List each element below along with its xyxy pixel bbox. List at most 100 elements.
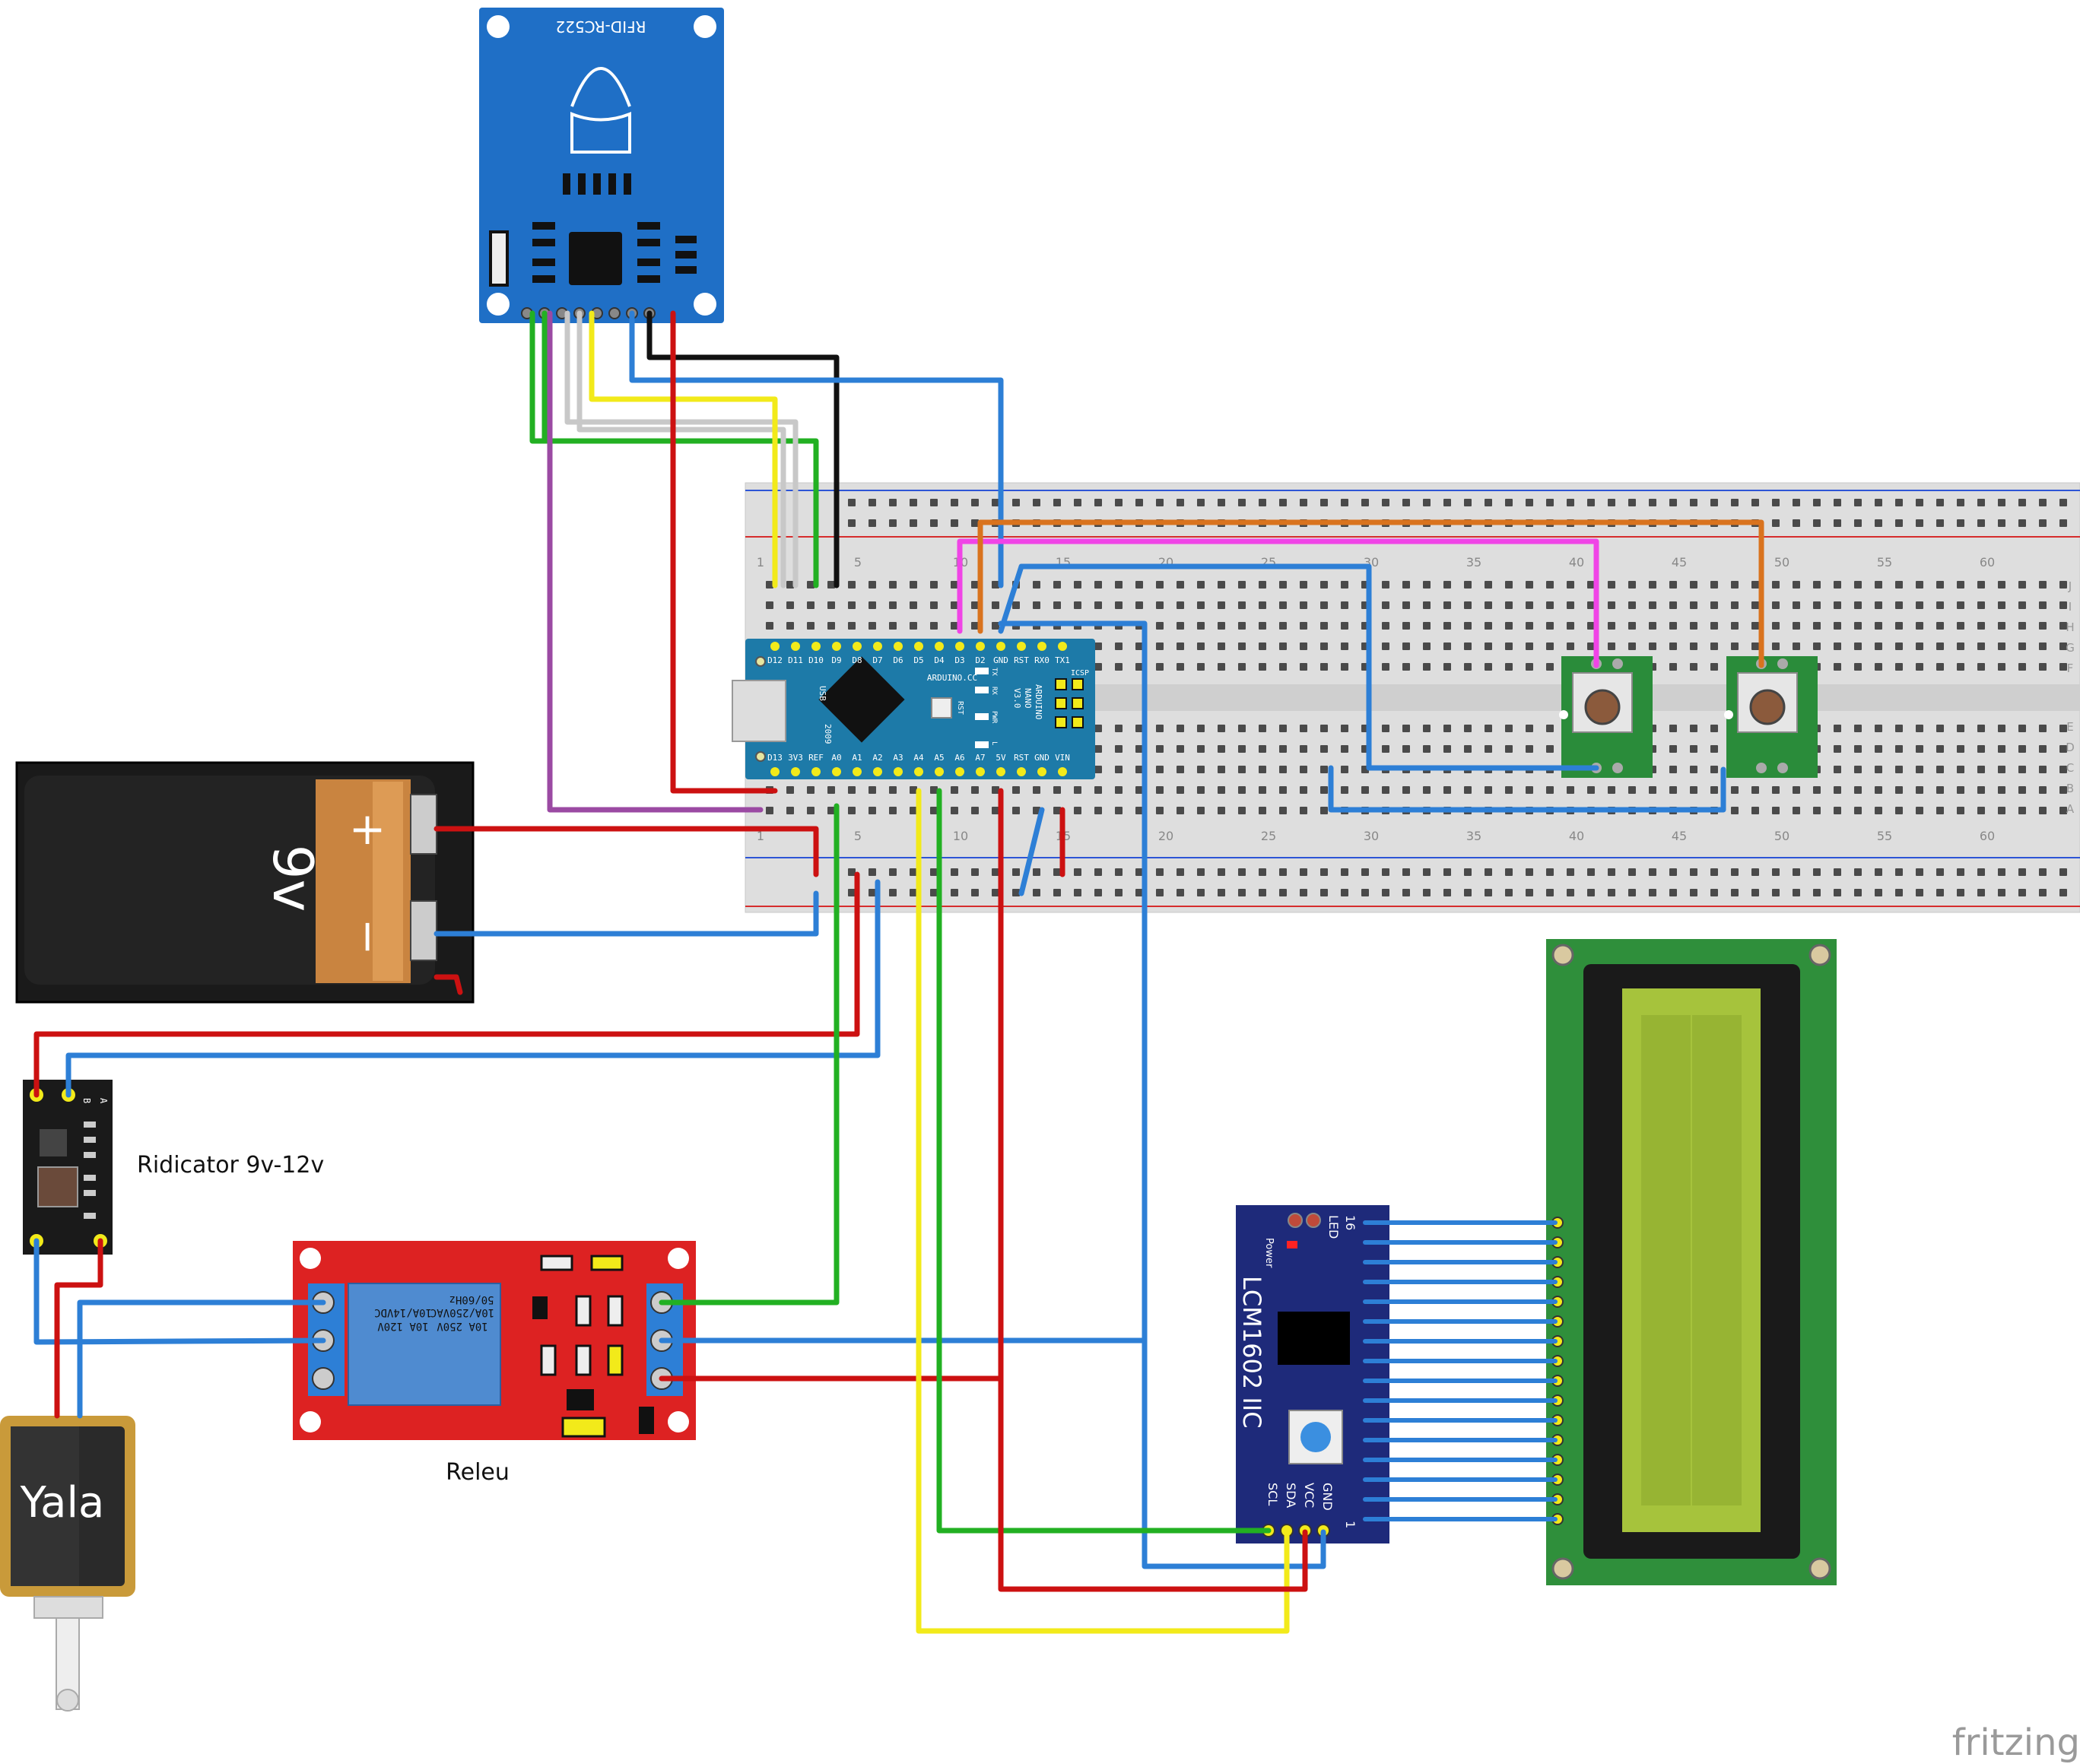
col-num: 5 [854, 555, 862, 569]
rfid-module: RFID-RC522 [479, 8, 724, 323]
col-num: 20 [1158, 829, 1173, 843]
nano-pin-label: A0 [831, 753, 841, 763]
solenoid-lock: Yala [0, 1416, 135, 1712]
wire-regulator-blue [65, 879, 881, 1098]
nano-pin-label: D8 [852, 655, 862, 665]
nano-model-line: NANO [1023, 688, 1033, 709]
nano-pin-label: RST [1014, 655, 1029, 665]
nano-led-label: TX [990, 668, 998, 676]
push-button-1[interactable] [1559, 656, 1653, 778]
row-letter: F [2067, 662, 2074, 675]
nano-pin-label: D5 [913, 655, 923, 665]
battery-plus: + [349, 803, 386, 855]
nano-pin-label: D2 [975, 655, 985, 665]
nano-pin-label: A1 [852, 753, 862, 763]
nano-led-label: L [990, 741, 998, 745]
wire-gnd-blue [998, 620, 1326, 1569]
col-num: 45 [1672, 555, 1687, 569]
col-num: 40 [1569, 829, 1584, 843]
row-letter: D [2066, 741, 2075, 754]
wire-battery-minus-blue [433, 890, 819, 937]
nano-model: ARDUINO NANO V3.0 [1012, 684, 1043, 719]
wire-rfid-black [646, 310, 840, 589]
breadboard-row-letters: J I H G F E D C B A [2066, 579, 2075, 816]
breadboard-column-numbers-bottom: 1 5 10 15 20 25 30 35 40 45 50 55 60 [757, 829, 1995, 843]
relay-spec-line: 10A/14VDC [374, 1306, 432, 1318]
col-num: 50 [1774, 829, 1789, 843]
fritzing-watermark: fritzing [1952, 1721, 2080, 1764]
relay-spec-line: 10A 120V [377, 1320, 429, 1332]
nano-reset-button[interactable] [931, 697, 952, 719]
nano-icsp-label: ICSP [1071, 669, 1089, 677]
nano-led-labels: TX RX PWR L [990, 668, 998, 745]
relay-spec: 10A 250V 10A 120V 10A/250VAC 10A/14VDC 5… [374, 1293, 494, 1332]
lock-label: Yala [20, 1478, 105, 1528]
push-button-2[interactable] [1724, 656, 1818, 778]
nano-pin-label: D4 [934, 655, 945, 665]
row-letter: B [2066, 782, 2074, 795]
adapter-name: LCM1602 IIC [1237, 1276, 1266, 1429]
col-num: 55 [1877, 555, 1892, 569]
lcd-i2c-adapter: LED 16 Power LCM1602 IIC GND VCC SDA SCL… [1236, 1205, 1389, 1544]
nano-rst-label: RST [956, 701, 964, 715]
col-num: 60 [1980, 555, 1995, 569]
nano-pin-label: A5 [934, 753, 944, 763]
relay-module: 10A 250V 10A 120V 10A/250VAC 10A/14VDC 5… [293, 1241, 696, 1440]
wire-regulator-red [33, 871, 860, 1098]
wire-reg-out-blue [33, 1238, 326, 1345]
regulator-pin-b: B [81, 1098, 92, 1103]
nano-pin-label: A7 [975, 753, 985, 763]
nano-pin-label: D7 [872, 655, 882, 665]
nano-brand: ARDUINO.CC [927, 673, 977, 683]
adapter-pin16-label: 16 [1343, 1215, 1358, 1230]
nano-pin-label: 3V3 [788, 753, 803, 763]
wires [33, 310, 1764, 1634]
relay-spec-line: 10A 250V [437, 1320, 488, 1332]
usb-connector [732, 680, 786, 742]
nano-pin-label: A4 [913, 753, 924, 763]
col-num: 60 [1980, 829, 1995, 843]
row-letter: C [2066, 761, 2074, 775]
nano-pin-label: TX1 [1055, 655, 1070, 665]
battery-9v: 9v + − [15, 761, 475, 1004]
wire-rfid-white [564, 310, 799, 589]
wire-lock-blue [77, 1299, 326, 1419]
row-letter: H [2066, 620, 2074, 634]
col-num: 45 [1672, 829, 1687, 843]
adapter-pin-label: GND [1320, 1483, 1335, 1511]
wire-battery-plus-red [433, 826, 819, 877]
col-num: 35 [1466, 829, 1481, 843]
wire-scl-green [936, 788, 1272, 1534]
nano-pin-label: 5V [996, 753, 1006, 763]
nano-pin-label: A2 [872, 753, 882, 763]
wire-button2-ground-blue [1328, 765, 1726, 813]
row-letter: G [2066, 641, 2075, 655]
col-num: 50 [1774, 555, 1789, 569]
regulator-pin-a: A [98, 1098, 109, 1104]
nano-pin-label: D6 [893, 655, 903, 665]
arduino-nano: D12 D11 D10 D9 D8 D7 D6 D5 D4 D3 D2 GND … [732, 639, 1095, 779]
wire-vcc-red [998, 788, 1308, 1592]
regulator-label: Ridicator 9v-12v [137, 1152, 324, 1179]
col-num: 10 [953, 829, 968, 843]
battery-minus: − [343, 918, 395, 956]
wire-button1-magenta [957, 538, 1599, 668]
wire-jumper-blue [1018, 807, 1045, 896]
lcd-1602 [1546, 939, 1837, 1585]
nano-led-label: RX [990, 687, 998, 695]
col-num: 55 [1877, 829, 1892, 843]
row-letter: I [2069, 600, 2072, 614]
row-letter: A [2066, 802, 2075, 816]
wire-rfid-red [670, 310, 778, 794]
voltage-regulator: B A [23, 1080, 113, 1255]
nano-pin-label: A3 [893, 753, 903, 763]
nano-pin-label: GND [1034, 753, 1050, 763]
relay-label: Releu [446, 1459, 510, 1486]
wire-relay-signal-green [659, 803, 840, 1306]
relay-spec-line: 50/60Hz [449, 1293, 494, 1306]
nano-model-line: ARDUINO [1034, 684, 1043, 719]
nano-led-label: PWR [990, 711, 998, 724]
adapter-pin-label: VCC [1302, 1483, 1316, 1508]
rfid-label: RFID-RC522 [556, 17, 646, 36]
